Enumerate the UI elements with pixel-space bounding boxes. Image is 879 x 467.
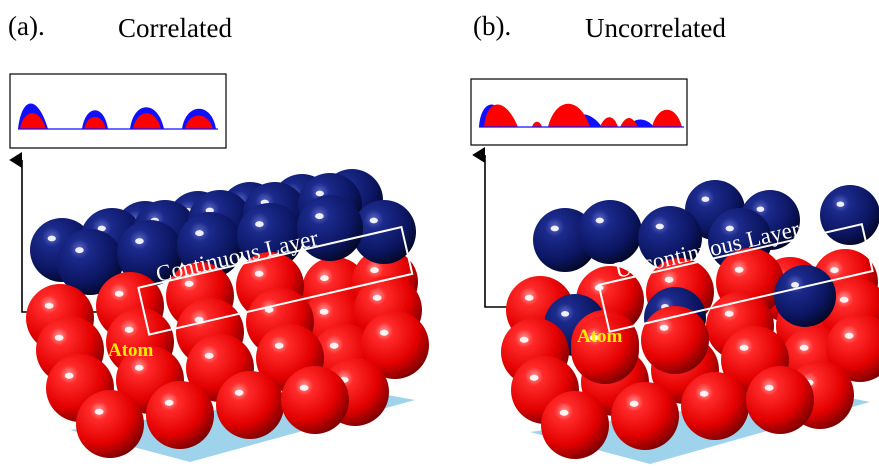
panel-b: (b). Uncorrelated Uncontinuous Layer Ato… (470, 11, 879, 464)
panel-b-substrate-atom-highlight (799, 344, 809, 351)
panel-a-substrate-atom-highlight (64, 372, 74, 379)
panel-a-top-atom (177, 212, 243, 278)
panel-a-substrate-atom-highlight (379, 329, 389, 336)
panel-a-top-atom-highlight (47, 235, 56, 242)
panel-b-substrate-atom (681, 372, 749, 440)
panel-b-substrate-atom (826, 314, 879, 382)
panel-a-substrate-atom-highlight (234, 389, 244, 396)
panel-b-substrate-atom-highlight (724, 310, 734, 317)
panel-a-substrate-atom-highlight (299, 384, 309, 391)
panel-b-top-atom (774, 265, 836, 327)
panel-b-substrate-atom-highlight (629, 400, 639, 407)
panel-a-substrate-atom-highlight (164, 399, 174, 406)
panel-a-substrate-atom-highlight (54, 334, 64, 341)
panel-b-substrate-atom-highlight (764, 384, 774, 391)
panel-b-top-atom-highlight (725, 225, 734, 232)
panel-a-top-atom-highlight (97, 225, 106, 232)
panel-b-substrate-atom-highlight (699, 390, 709, 397)
panel-a-top-atom (297, 195, 363, 261)
panel-a-label: (a). (8, 11, 45, 41)
panel-b-substrate-atom-highlight (734, 266, 744, 273)
panel-b-substrate-atom (541, 391, 609, 459)
panel-a-substrate-atom-highlight (370, 267, 379, 274)
panel-a-substrate-atom-highlight (320, 275, 329, 282)
panel-a-top-atom-highlight (75, 247, 84, 254)
panel-a-top-atom-highlight (315, 213, 324, 220)
panel-a-substrate-atom-highlight (134, 364, 144, 371)
panel-b-title: Uncorrelated (585, 13, 726, 43)
panel-b-top-atom-highlight (701, 196, 710, 202)
panel-b-atom-label: Atom (577, 326, 623, 347)
panel-a-substrate-atom-highlight (94, 408, 104, 415)
panel-a-substrate-atom-highlight (319, 308, 329, 315)
panel-a-top-atom-highlight (205, 207, 214, 214)
panel-b-substrate-atom-highlight (664, 276, 674, 283)
panel-a-top-atom-highlight (135, 238, 144, 245)
panel-b-label: (b). (473, 11, 511, 41)
panel-a-top-atom-highlight (255, 221, 264, 228)
panel-a-substrate-atom-highlight (114, 290, 124, 297)
panel-b-substrate-atom-highlight (529, 374, 539, 381)
panel-a-substrate-atom (76, 390, 144, 458)
panel-a-substrate-atom-highlight (204, 352, 214, 359)
panel-b-profile-red (484, 103, 682, 127)
panel-b-top-atom-highlight (791, 282, 800, 288)
panel-b-substrate-atom-highlight (830, 267, 839, 274)
panel-a-top-atom-highlight (369, 217, 378, 224)
panel-b-layer-box (597, 222, 874, 333)
panel-a-substrate-atom-highlight (254, 270, 264, 277)
panel-b-substrate-atom-highlight (659, 324, 669, 331)
panel-b-top-atom-highlight (550, 225, 559, 232)
panel-b-top-atom (820, 185, 879, 245)
panel-a-substrate-atom-highlight (329, 342, 339, 349)
panel-a-atom-label: Atom (108, 340, 154, 361)
panel-b-substrate-atom-highlight (839, 296, 849, 303)
panel-a-top-atom (237, 203, 303, 269)
panel-b-top-atom-highlight (561, 311, 570, 317)
panel-a: (a). Correlated Continuous Layer Atom (8, 11, 429, 462)
panel-b-substrate-atom-highlight (559, 409, 569, 416)
panel-b-profile-inset (470, 78, 688, 146)
panel-a-profile-red (20, 113, 213, 129)
panel-b-substrate-atom-highlight (739, 344, 749, 351)
panel-b-substrate-atom (641, 306, 709, 374)
panel-a-top-atom (57, 229, 123, 295)
panel-a-top-atom-highlight (195, 230, 204, 237)
panel-a-title: Correlated (118, 13, 232, 43)
panel-b-substrate-atom-highlight (844, 332, 854, 339)
panel-b-substrate-atom (571, 316, 639, 384)
panel-b-top-atom (578, 200, 642, 264)
panel-a-top-atom (117, 220, 183, 286)
panel-a-substrate-atom-highlight (124, 326, 134, 333)
panel-a-substrate-atom-highlight (184, 280, 194, 287)
panel-a-substrate-atom-highlight (274, 342, 284, 349)
panel-b-top-atom-highlight (756, 206, 765, 212)
panel-b-substrate-atom (611, 382, 679, 450)
panel-a-substrate-atom (146, 381, 214, 449)
panel-a-profile-inset (9, 73, 227, 149)
panel-a-substrate-atom (216, 371, 284, 439)
panel-a-substrate-atom-highlight (44, 302, 54, 309)
panel-a-substrate-atom-highlight (372, 294, 382, 301)
panel-a-substrate-atom (361, 311, 429, 379)
panel-b-top-atom-highlight (836, 201, 845, 207)
panel-b-atom-stack (501, 180, 879, 464)
panel-b-substrate-atom-highlight (589, 334, 599, 341)
panel-a-substrate-atom-highlight (194, 316, 204, 323)
panel-b-top-atom-highlight (595, 217, 604, 224)
panel-a-substrate-atom (281, 366, 349, 434)
panel-b-substrate-atom-highlight (519, 336, 529, 343)
panel-b-substrate-atom (746, 366, 814, 434)
panel-a-top-atom-highlight (315, 190, 324, 197)
panel-a-layer-box (137, 225, 414, 336)
panel-b-top-atom-highlight (655, 223, 664, 230)
panel-b-top-atom (638, 206, 702, 270)
panel-b-substrate-atom-highlight (524, 294, 534, 301)
